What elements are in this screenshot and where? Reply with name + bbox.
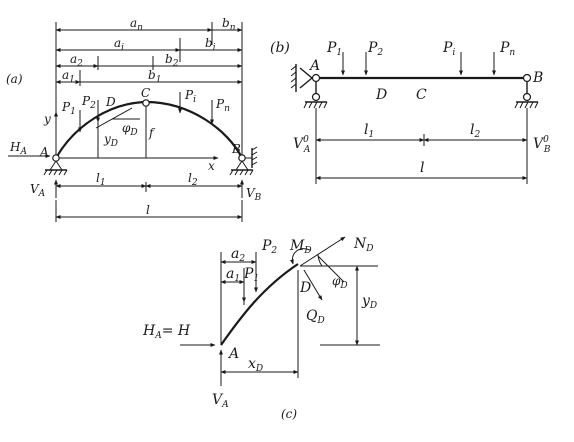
label-c-va: VA <box>212 392 229 410</box>
label-vb: VB <box>246 186 262 203</box>
label-c-xd: xD <box>248 356 263 374</box>
label-l2: l2 <box>188 171 198 188</box>
label-qd: QD <box>306 308 325 326</box>
label-c-phi-d: φD <box>332 274 348 291</box>
label-x: x <box>208 159 215 173</box>
dim-a2: a2 <box>70 52 83 69</box>
label-c-a2: a2 <box>231 246 245 264</box>
label-c-d: D <box>299 280 311 296</box>
panel-c: (c) a2 a1 P1 P2 MD ND QD D φD yD <box>142 236 380 421</box>
nd-arrow <box>299 236 346 267</box>
label-b-l1: l1 <box>364 122 374 140</box>
dim-bn: bn <box>222 16 236 33</box>
dim-a1: a1 <box>62 68 75 85</box>
dim-b1: b1 <box>148 68 161 85</box>
support-b <box>229 146 258 176</box>
label-l: l <box>146 203 150 217</box>
label-ha: HA <box>9 140 27 157</box>
dim-an: an <box>130 16 143 33</box>
panel-b: (b) <box>270 40 551 184</box>
panel-c-tag: (c) <box>281 407 297 421</box>
label-b: B <box>231 142 241 156</box>
load-pn: Pn <box>215 97 230 114</box>
panel-a: (a) an bn ai bi a2 b2 <box>6 16 262 222</box>
label-b-b: B <box>532 70 543 86</box>
label-nd: ND <box>353 236 373 254</box>
label-c-a: A <box>227 346 239 362</box>
dim-b2: b2 <box>165 52 179 69</box>
panel-a-span-dimensions: an bn ai bi a2 b2 a1 b1 <box>55 16 243 160</box>
label-b-c: C <box>416 87 427 103</box>
crown-hinge-c <box>142 99 150 107</box>
support-a <box>43 154 68 176</box>
arch-segment <box>220 263 299 346</box>
panel-a-loads: P1 P2 Pi Pn <box>61 88 230 133</box>
panel-a-tag: (a) <box>6 72 23 86</box>
label-d: D <box>105 95 116 109</box>
load-b-p2: P2 <box>367 40 383 58</box>
normal-ref-d <box>317 255 345 283</box>
label-yd: yD <box>103 132 118 149</box>
label-y: y <box>43 112 51 126</box>
tangent-at-d <box>95 107 133 129</box>
label-c: C <box>141 86 150 100</box>
load-c-p2: P2 <box>261 238 277 256</box>
label-b-d: D <box>375 87 387 103</box>
panel-b-tag: (b) <box>270 40 290 56</box>
load-pi: Pi <box>184 88 196 105</box>
label-c-a1: a1 <box>226 266 240 284</box>
qd-arrow <box>303 269 323 301</box>
load-c-p1: P1 <box>243 266 259 284</box>
support-b-left <box>290 64 328 109</box>
label-va: VA <box>30 182 46 199</box>
moment-md-arrow <box>289 248 311 265</box>
label-b-a: A <box>308 58 320 74</box>
load-b-pn: Pn <box>499 40 515 58</box>
dim-ai: ai <box>114 36 124 53</box>
load-b-p1: P1 <box>326 40 342 58</box>
load-p2: P2 <box>81 94 96 111</box>
label-l1: l1 <box>96 171 106 188</box>
load-b-pi: Pi <box>442 40 455 58</box>
dim-bi: bi <box>205 36 216 53</box>
label-a: A <box>39 145 49 159</box>
label-c-yd: yD <box>361 293 377 311</box>
label-phi-d: φD <box>122 121 138 138</box>
label-b-l: l <box>420 160 424 176</box>
load-p1: P1 <box>61 100 76 117</box>
label-f: f <box>148 126 156 140</box>
label-md: MD <box>289 238 312 256</box>
label-c-ha: HA= H <box>142 323 191 341</box>
label-b-l2: l2 <box>470 122 480 140</box>
support-b-right <box>514 73 539 109</box>
